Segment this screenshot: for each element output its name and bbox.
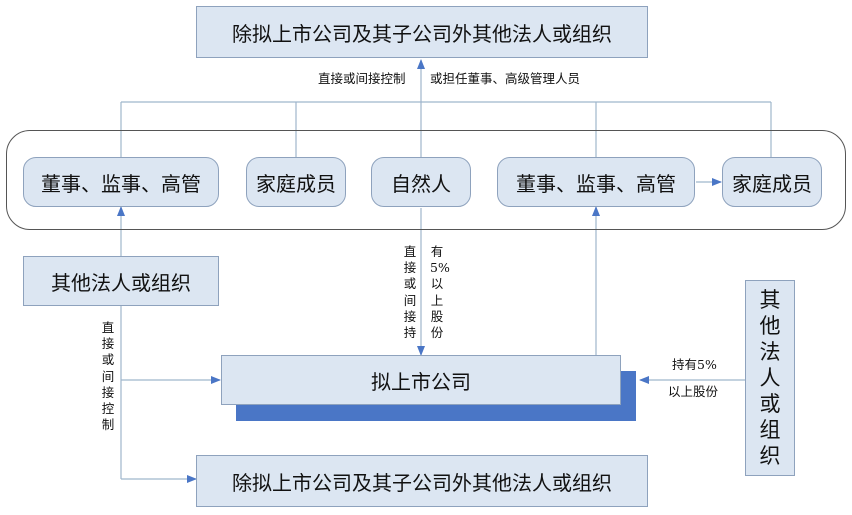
top-outside-entity-box: 除拟上市公司及其子公司外其他法人或组织 <box>196 6 648 58</box>
natural-person-box: 自然人 <box>371 157 471 207</box>
bottom-outside-entity-box: 除拟上市公司及其子公司外其他法人或组织 <box>196 455 648 507</box>
listed-company-box: 拟上市公司 <box>221 355 621 405</box>
serve-director-label: 或担任董事、高级管理人员 <box>430 71 581 86</box>
control-left-label: 直接或间接控制 <box>101 320 115 433</box>
family-left-box: 家庭成员 <box>246 157 346 207</box>
related-persons-group <box>6 130 846 230</box>
family-right-box: 家庭成员 <box>722 157 822 207</box>
directors-left-box: 董事、监事、高管 <box>23 157 219 207</box>
holding-direct-label: 直接或间接持 <box>403 244 417 341</box>
holding-share-label: 有5%以上股份 <box>430 244 450 341</box>
directors-right-box: 董事、监事、高管 <box>497 157 695 207</box>
right-hold-label-1: 持有5% <box>672 357 717 372</box>
other-entity-left-box: 其他法人或组织 <box>23 256 219 306</box>
right-hold-label-2: 以上股份 <box>668 384 719 399</box>
control-top-label: 直接或间接控制 <box>318 71 406 86</box>
other-entity-right-box: 其他法人或组织 <box>745 280 795 476</box>
other-entity-right-label: 其他法人或组织 <box>759 288 781 468</box>
